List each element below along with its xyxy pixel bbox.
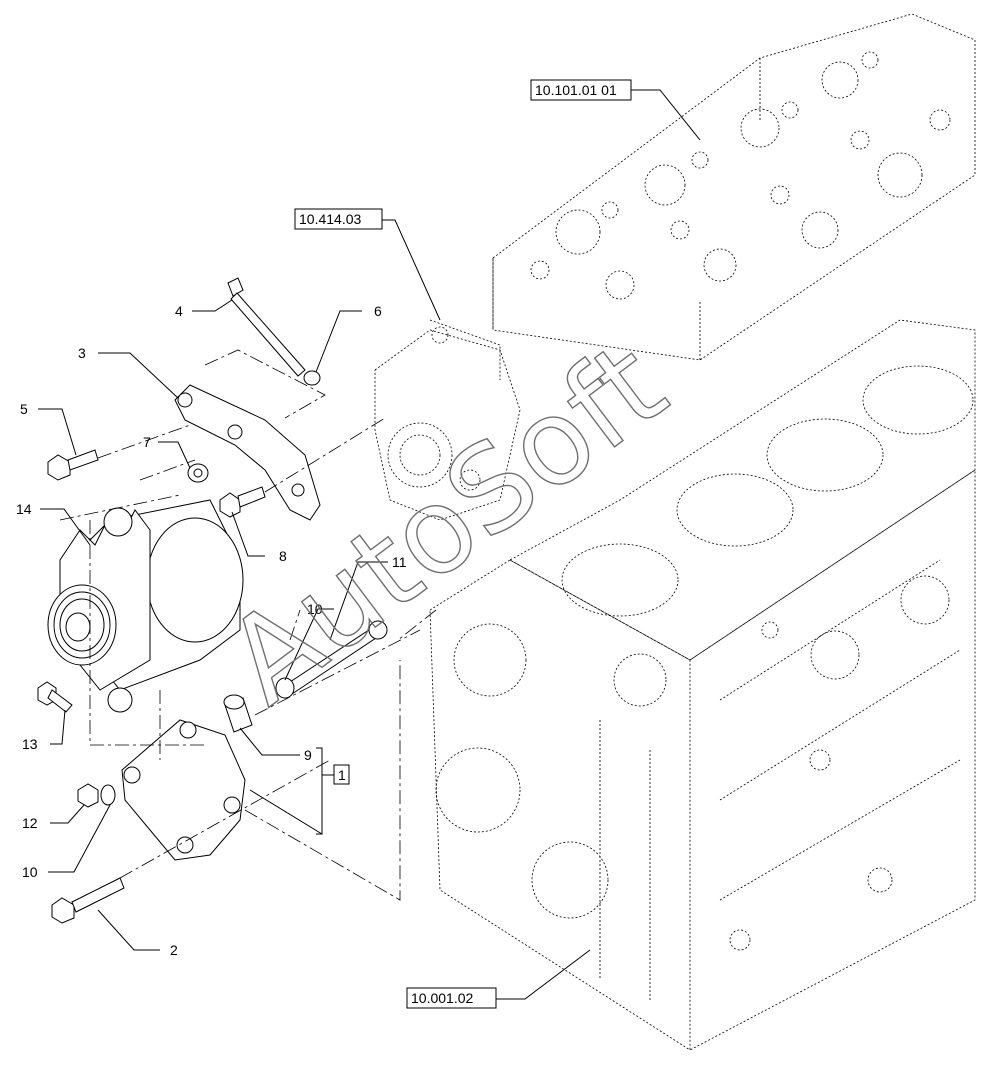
leader-lines	[38, 89, 701, 1000]
assembly-lines	[59, 349, 421, 901]
alternator	[47, 499, 244, 713]
ref-block: 10.001.02	[411, 990, 473, 1006]
callout-10-upper: 10	[307, 601, 323, 617]
ref-head-box	[530, 79, 632, 101]
engine-block	[397, 13, 976, 1051]
pump-housing	[374, 319, 521, 521]
callout-8: 8	[279, 548, 287, 564]
callout-3: 3	[78, 345, 86, 361]
callout-1: 1	[338, 767, 346, 783]
callout-9: 9	[304, 747, 312, 763]
bolt-11	[275, 620, 388, 699]
bolt-5	[47, 449, 99, 481]
ref-head: 10.101.01 01	[535, 82, 617, 98]
support-bracket	[121, 719, 246, 861]
bolt-4	[227, 277, 306, 377]
callout-4: 4	[175, 303, 183, 319]
bolt-2	[51, 877, 125, 924]
callout-7: 7	[143, 434, 151, 450]
callout-13: 13	[22, 736, 38, 752]
callout-2: 2	[170, 942, 178, 958]
bolt-8	[219, 486, 266, 518]
washer-7	[187, 463, 209, 483]
reference-labels: 10.101.01 01 10.414.03 10.001.02	[294, 79, 632, 1009]
callout-1-box	[333, 764, 350, 785]
callout-10-lower: 10	[22, 864, 38, 880]
ref-block-box	[406, 987, 497, 1009]
watermark: AutoSoft	[201, 314, 690, 731]
nut-6	[303, 370, 321, 386]
bushing-9	[223, 694, 253, 733]
svg-text:AutoSoft: AutoSoft	[202, 315, 690, 730]
callout-5: 5	[20, 401, 28, 417]
bolt-13	[37, 681, 73, 713]
callout-14: 14	[16, 501, 32, 517]
ref-pump: 10.414.03	[299, 211, 361, 227]
callout-6: 6	[374, 303, 382, 319]
callout-11: 11	[392, 554, 407, 570]
bracket-3	[174, 384, 321, 521]
nut-12	[77, 783, 116, 808]
callout-12: 12	[22, 815, 38, 831]
callout-labels: 2 3 4 5 6 7 8 9 10 10 11 12 13 14 1	[16, 303, 407, 958]
ref-pump-box	[294, 208, 383, 230]
